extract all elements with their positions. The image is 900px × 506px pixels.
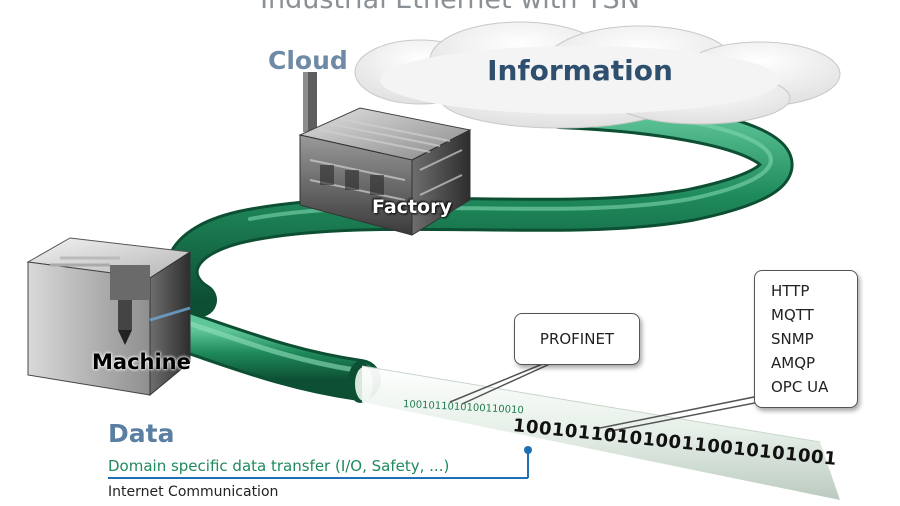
- data-tube: [362, 366, 840, 500]
- protocol-item: SNMP: [771, 330, 814, 348]
- domain-specific-text: Domain specific data transfer (I/O, Safe…: [108, 457, 450, 475]
- machine-cube: [26, 237, 192, 397]
- diagram-title: Industrial Ethernet with TSN: [0, 0, 900, 15]
- protocol-item: HTTP: [771, 282, 810, 300]
- profinet-pointer: [449, 362, 546, 403]
- factory-label: Factory: [372, 196, 452, 218]
- machine-label: Machine: [92, 350, 191, 374]
- information-label: Information: [487, 54, 673, 87]
- factory-cube: [298, 107, 472, 236]
- protocol-pointer: [599, 394, 765, 429]
- protocol-callout: HTTP MQTT SNMP AMQP OPC UA: [754, 270, 858, 408]
- cloud-shape: [354, 21, 841, 129]
- protocol-item: AMQP: [771, 354, 816, 372]
- profinet-callout: PROFINET: [514, 313, 640, 365]
- protocol-item: OPC UA: [771, 378, 829, 396]
- internet-communication-text: Internet Communication: [108, 484, 279, 500]
- profinet-label: PROFINET: [539, 330, 615, 348]
- data-heading: Data: [108, 419, 175, 448]
- protocol-item: MQTT: [771, 306, 814, 324]
- cloud-label: Cloud: [268, 46, 348, 75]
